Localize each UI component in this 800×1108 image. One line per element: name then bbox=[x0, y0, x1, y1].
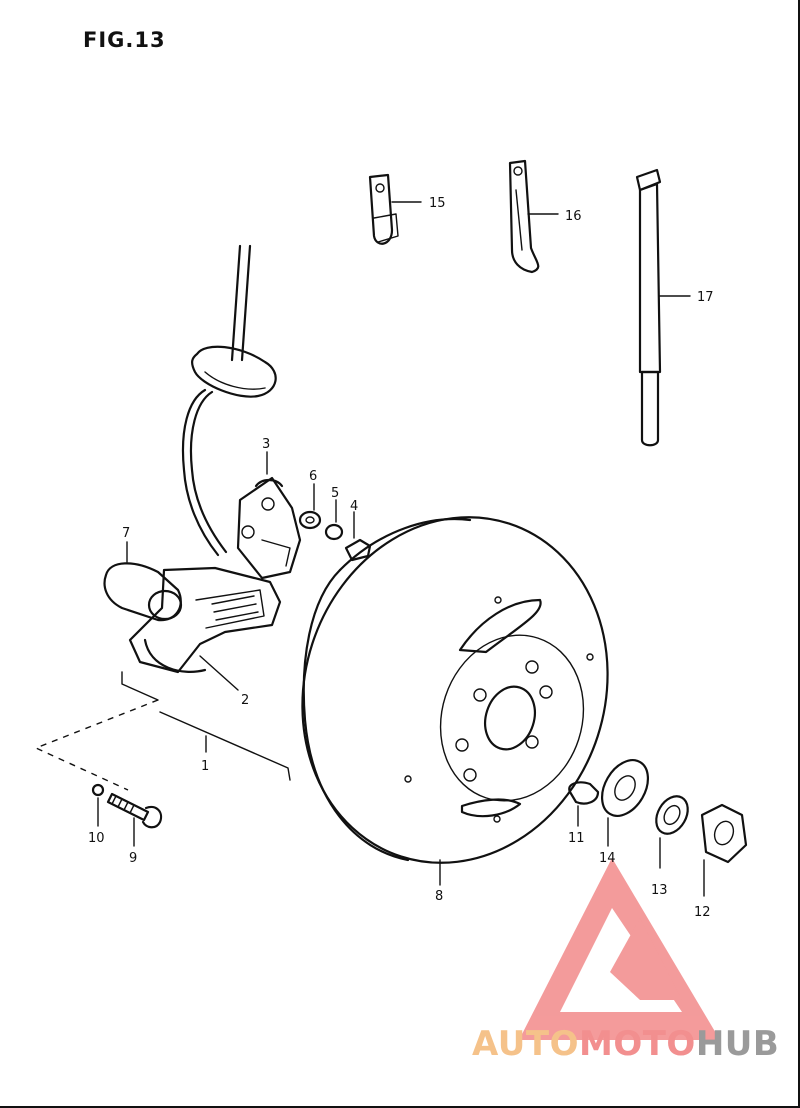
watermark-auto: AUTO bbox=[472, 1024, 579, 1064]
label-part-15: 15 bbox=[429, 196, 446, 211]
watermark-text: AUTOMOTOHUB bbox=[472, 1024, 779, 1064]
part-3-contact-breaker bbox=[236, 451, 302, 580]
label-part-4: 4 bbox=[350, 499, 358, 514]
watermark-hub: HUB bbox=[695, 1024, 780, 1064]
label-part-3: 3 bbox=[262, 437, 270, 452]
part-17-band bbox=[635, 168, 691, 447]
watermark-moto: MOTO bbox=[578, 1024, 696, 1064]
figure-title: FIG.13 bbox=[83, 28, 166, 52]
part-10-washer bbox=[91, 783, 105, 827]
label-part-12: 12 bbox=[694, 905, 711, 920]
label-part-10: 10 bbox=[88, 831, 105, 846]
part-13-lock-washer bbox=[655, 795, 689, 869]
part-11-key bbox=[568, 781, 600, 827]
part-16-clamp bbox=[508, 159, 559, 274]
part-7-condenser bbox=[103, 541, 183, 622]
part-2-base-plate bbox=[128, 566, 282, 691]
assembly-bracket-1 bbox=[34, 671, 291, 791]
part-4-screw bbox=[344, 511, 372, 562]
label-part-14: 14 bbox=[599, 851, 616, 866]
label-part-6: 6 bbox=[309, 469, 317, 484]
label-part-9: 9 bbox=[129, 851, 137, 866]
wire-harness bbox=[181, 244, 277, 557]
label-part-13: 13 bbox=[651, 883, 668, 898]
part-9-screw bbox=[106, 792, 163, 847]
part-5-lock-washer bbox=[324, 499, 344, 541]
part-12-nut bbox=[700, 803, 748, 897]
label-part-5: 5 bbox=[331, 486, 339, 501]
label-part-8: 8 bbox=[435, 889, 443, 904]
part-6-washer bbox=[298, 483, 322, 530]
label-part-16: 16 bbox=[565, 209, 582, 224]
watermark-logo bbox=[519, 858, 720, 1040]
label-part-1: 1 bbox=[201, 759, 209, 774]
label-part-7: 7 bbox=[122, 526, 130, 541]
part-8-flywheel-rotor bbox=[301, 516, 609, 886]
part-14-washer bbox=[600, 759, 650, 847]
part-15-clamp bbox=[368, 173, 422, 245]
label-part-17: 17 bbox=[697, 290, 714, 305]
label-part-11: 11 bbox=[568, 831, 585, 846]
label-part-2: 2 bbox=[241, 693, 249, 708]
